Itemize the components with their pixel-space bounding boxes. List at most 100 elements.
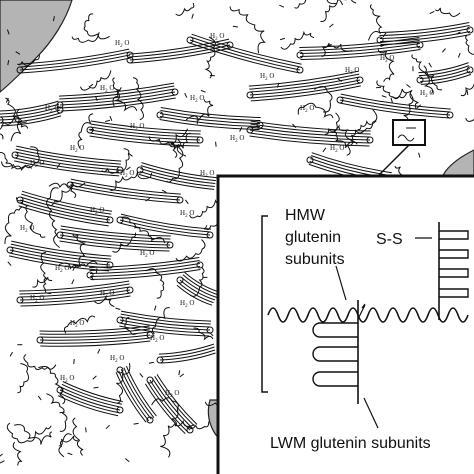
solute-dash <box>178 370 181 376</box>
water-label: H2 O <box>90 206 104 216</box>
solute-dash <box>95 268 98 274</box>
solute-dash <box>88 83 94 88</box>
fibril-strand <box>58 82 175 97</box>
fibril-loop <box>186 426 194 434</box>
solute-dash <box>54 199 60 202</box>
fibril-strand <box>9 249 111 266</box>
fibril-loop <box>106 261 114 269</box>
fibril-strand <box>379 22 470 33</box>
solute-dash <box>104 119 111 122</box>
solute-dash <box>279 4 285 8</box>
solute-dash <box>276 82 280 88</box>
fibril-strand <box>156 374 198 425</box>
solute-dash <box>239 126 243 132</box>
solute-dash <box>0 460 5 464</box>
fibril-strand <box>60 225 171 237</box>
fibril-strand <box>39 331 150 338</box>
solute-dash <box>149 172 153 178</box>
fibril-strand <box>60 386 121 408</box>
fibril-loop <box>146 376 154 384</box>
fibril-strand <box>0 112 61 124</box>
fibril-strand <box>70 178 181 195</box>
protein-chain <box>112 232 137 253</box>
fibril-strand <box>249 76 360 93</box>
protein-chain <box>346 109 378 156</box>
solute-dash <box>191 13 194 19</box>
fibril-strand <box>60 94 176 109</box>
fibril-strand <box>19 286 130 298</box>
fibril-loop <box>356 76 364 84</box>
fibril-strand <box>299 40 420 51</box>
protein-chain <box>367 4 383 41</box>
water-label: H2 O <box>165 389 179 399</box>
lwm-loops <box>312 322 358 387</box>
inset-frame <box>216 174 474 474</box>
fibril-strand <box>21 190 113 212</box>
fibril-strand <box>159 349 216 361</box>
protein-chain <box>185 99 214 122</box>
hmw-label-line-3: subunits <box>285 251 345 268</box>
protein-chain <box>17 54 40 66</box>
protein-chain <box>83 13 110 40</box>
solute-dash <box>97 348 101 354</box>
fibril-strand <box>189 42 300 74</box>
fibril-loop <box>6 246 14 254</box>
solute-dash <box>145 197 151 202</box>
protein-chain <box>120 216 166 244</box>
fibril-strand <box>115 372 147 423</box>
fibril-strand <box>120 213 212 230</box>
fibril-loop <box>156 111 164 119</box>
solute-dash <box>380 44 386 47</box>
fibril-loop <box>106 216 114 224</box>
fibril-strand <box>249 135 370 147</box>
fibril-strand <box>125 365 157 417</box>
fibril-loop <box>196 136 204 144</box>
protein-chain <box>280 30 315 50</box>
fibril-loop <box>0 116 4 124</box>
solute-dash <box>105 424 110 430</box>
fibril-strand <box>380 31 471 42</box>
solute-dash <box>93 386 99 389</box>
fibril-strand <box>250 82 361 99</box>
protein-chain <box>46 187 60 249</box>
protein-chain <box>17 363 30 394</box>
protein-chain <box>391 88 419 110</box>
fibril-strand <box>248 70 359 87</box>
fibril-strand <box>21 193 112 215</box>
fibril-strand <box>182 274 219 296</box>
solute-dash <box>322 147 327 153</box>
protein-chain <box>38 366 66 405</box>
protein-chain <box>357 120 377 131</box>
fibril-strand <box>158 343 215 355</box>
fibril-strand <box>60 97 176 112</box>
fibril-loop <box>306 156 314 164</box>
protein-chain <box>77 113 94 149</box>
fibril-strand <box>380 34 471 45</box>
fibril-strand <box>90 266 201 277</box>
ss-comb-loops <box>439 230 469 298</box>
water-label: H2 O <box>100 84 114 94</box>
protein-chain <box>4 206 25 245</box>
fibril-strand <box>419 68 470 79</box>
fibril-strand <box>89 132 200 144</box>
fibril-strand <box>19 280 130 292</box>
solute-dash <box>204 225 208 231</box>
ss-label: S-S <box>376 231 403 248</box>
protein-chain <box>465 34 474 55</box>
protein-chain <box>175 2 195 16</box>
fibril-strand <box>249 73 360 90</box>
protein-chain <box>14 424 52 445</box>
solute-dash <box>88 128 94 131</box>
fibril-loop <box>376 36 384 44</box>
fibril-strand <box>19 199 111 221</box>
fibril-loop <box>206 231 214 239</box>
protein-chain <box>377 49 395 82</box>
solute-dash <box>6 29 10 35</box>
solute-dash <box>292 123 297 129</box>
water-label: H2 O <box>180 209 194 219</box>
protein-chain <box>0 116 27 140</box>
fibril-strand <box>159 116 260 127</box>
fibril-loop <box>186 36 194 44</box>
fibril-strand <box>18 205 109 227</box>
protein-chain <box>294 0 337 9</box>
